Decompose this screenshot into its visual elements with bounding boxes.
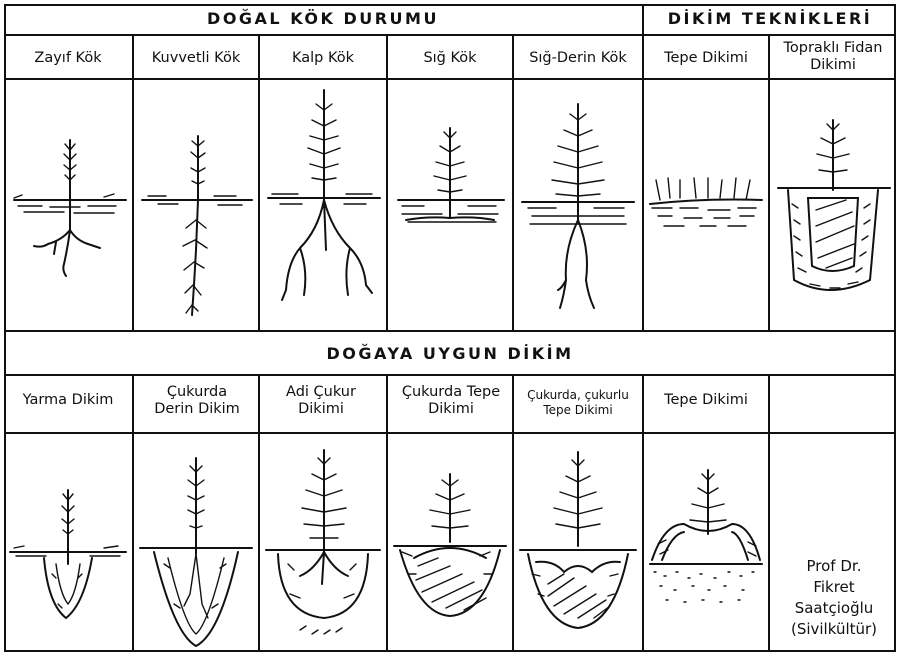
strong-root-drawing — [134, 80, 258, 330]
label-balled-seedling-planting: Topraklı Fidan Dikimi — [770, 40, 896, 74]
label-simple-pit-planting: Adi Çukur Dikimi — [276, 384, 366, 418]
weak-root-drawing — [4, 80, 132, 330]
label-shallow-deep-root: Sığ-Derin Kök — [514, 50, 642, 67]
label-strong-root: Kuvvetli Kök — [134, 50, 258, 67]
label-mound-planting: Tepe Dikimi — [644, 50, 768, 67]
label-pit-dished-mound-planting: Çukurda, çukurlu Tepe Dikimi — [518, 388, 638, 418]
heart-root-drawing — [260, 80, 386, 330]
shallow-deep-root-drawing — [514, 80, 642, 330]
planting-diagram-sheet: DOĞAL KÖK DURUMU DİKİM TEKNİKLERİ DOĞAYA… — [4, 4, 896, 652]
divider — [4, 374, 896, 376]
divider — [4, 330, 896, 332]
divider — [4, 34, 896, 36]
slit-planting-drawing — [4, 434, 132, 652]
label-slit-planting: Yarma Dikim — [4, 392, 132, 409]
deep-pit-planting-drawing — [134, 434, 258, 652]
pit-mound-planting-drawing — [388, 434, 512, 652]
label-deep-pit-planting: Çukurda Derin Dikim — [150, 384, 244, 418]
label-heart-root: Kalp Kök — [260, 50, 386, 67]
label-weak-root: Zayıf Kök — [4, 50, 132, 67]
mound-planting-2-drawing — [644, 434, 768, 652]
divider — [768, 374, 770, 652]
header-natural-root: DOĞAL KÖK DURUMU — [4, 9, 642, 28]
author-credit: Prof Dr. Fikret Saatçioğlu (Sivilkültür) — [786, 556, 882, 640]
header-nature-friendly-planting: DOĞAYA UYGUN DİKİM — [4, 344, 896, 363]
header-planting-techniques: DİKİM TEKNİKLERİ — [644, 9, 896, 28]
balled-seedling-drawing — [770, 80, 896, 330]
label-pit-mound-planting: Çukurda Tepe Dikimi — [396, 384, 506, 418]
label-mound-planting-2: Tepe Dikimi — [644, 392, 768, 409]
mound-planting-drawing — [644, 80, 768, 330]
shallow-root-drawing — [388, 80, 512, 330]
simple-pit-planting-drawing — [260, 434, 386, 652]
label-shallow-root: Sığ Kök — [388, 50, 512, 67]
pit-dished-mound-planting-drawing — [514, 434, 642, 652]
